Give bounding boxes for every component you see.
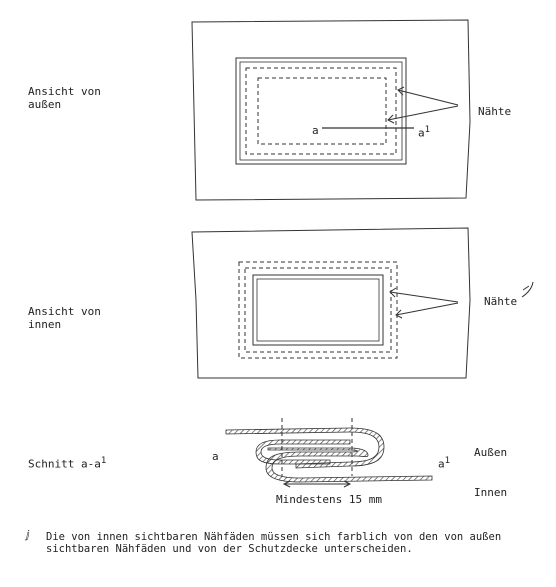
outside-point-a: a <box>312 124 319 137</box>
section-view <box>225 418 433 488</box>
outside-seam-outer <box>245 67 397 155</box>
outside-patch-outer <box>235 57 407 165</box>
inside-seam-arrow-2 <box>395 302 459 316</box>
inside-view <box>191 227 471 379</box>
outside-arrowhead-2 <box>387 114 395 124</box>
footnote-line-2: sichtbaren Nähfäden und von der Schutzde… <box>46 543 413 555</box>
section-label: Schnitt a-a1 <box>28 456 107 471</box>
outside-view <box>191 19 471 201</box>
footnote-marker: ⅉ <box>26 529 30 541</box>
inside-patch-outer <box>252 274 384 346</box>
section-dim-arrow-left <box>282 480 291 488</box>
outside-fabric <box>191 19 471 201</box>
inside-seams-label: Nähte <box>484 295 518 308</box>
outside-seam-arrow-2 <box>387 105 459 121</box>
footnote-line-1: Die von innen sichtbaren Nähfäden müssen… <box>46 531 502 543</box>
section-dim-arrow-right <box>343 480 352 488</box>
needle-mark-icon <box>521 281 534 298</box>
section-middle-layer <box>255 439 351 465</box>
inside-seam-outer <box>238 261 398 359</box>
outside-seam-arrow-1 <box>397 89 459 106</box>
section-left-mark: a <box>212 450 219 463</box>
outside-point-a1: a1 <box>418 125 431 140</box>
section-right-mark: a1 <box>438 456 451 471</box>
inside-arrowhead-1 <box>389 287 397 298</box>
section-inner-layer <box>265 447 433 483</box>
inside-view-label: Ansicht von innen <box>28 305 101 331</box>
outside-seams-label: Nähte <box>478 105 512 118</box>
outside-patch-inner <box>239 61 403 161</box>
section-dimension-label: Mindestens 15 mm <box>276 493 382 506</box>
outside-seam-inner <box>257 77 387 145</box>
section-inside-label: Innen <box>474 486 508 499</box>
outside-arrowhead-1 <box>397 86 405 96</box>
inside-seam-inner <box>244 267 392 353</box>
section-outside-label: Außen <box>474 446 508 459</box>
inside-fabric <box>191 227 471 379</box>
inside-seam-arrow-1 <box>389 291 459 303</box>
outside-view-label: Ansicht von außen <box>28 85 101 111</box>
inside-patch-inner <box>256 278 380 342</box>
inside-arrowhead-2 <box>395 309 403 319</box>
